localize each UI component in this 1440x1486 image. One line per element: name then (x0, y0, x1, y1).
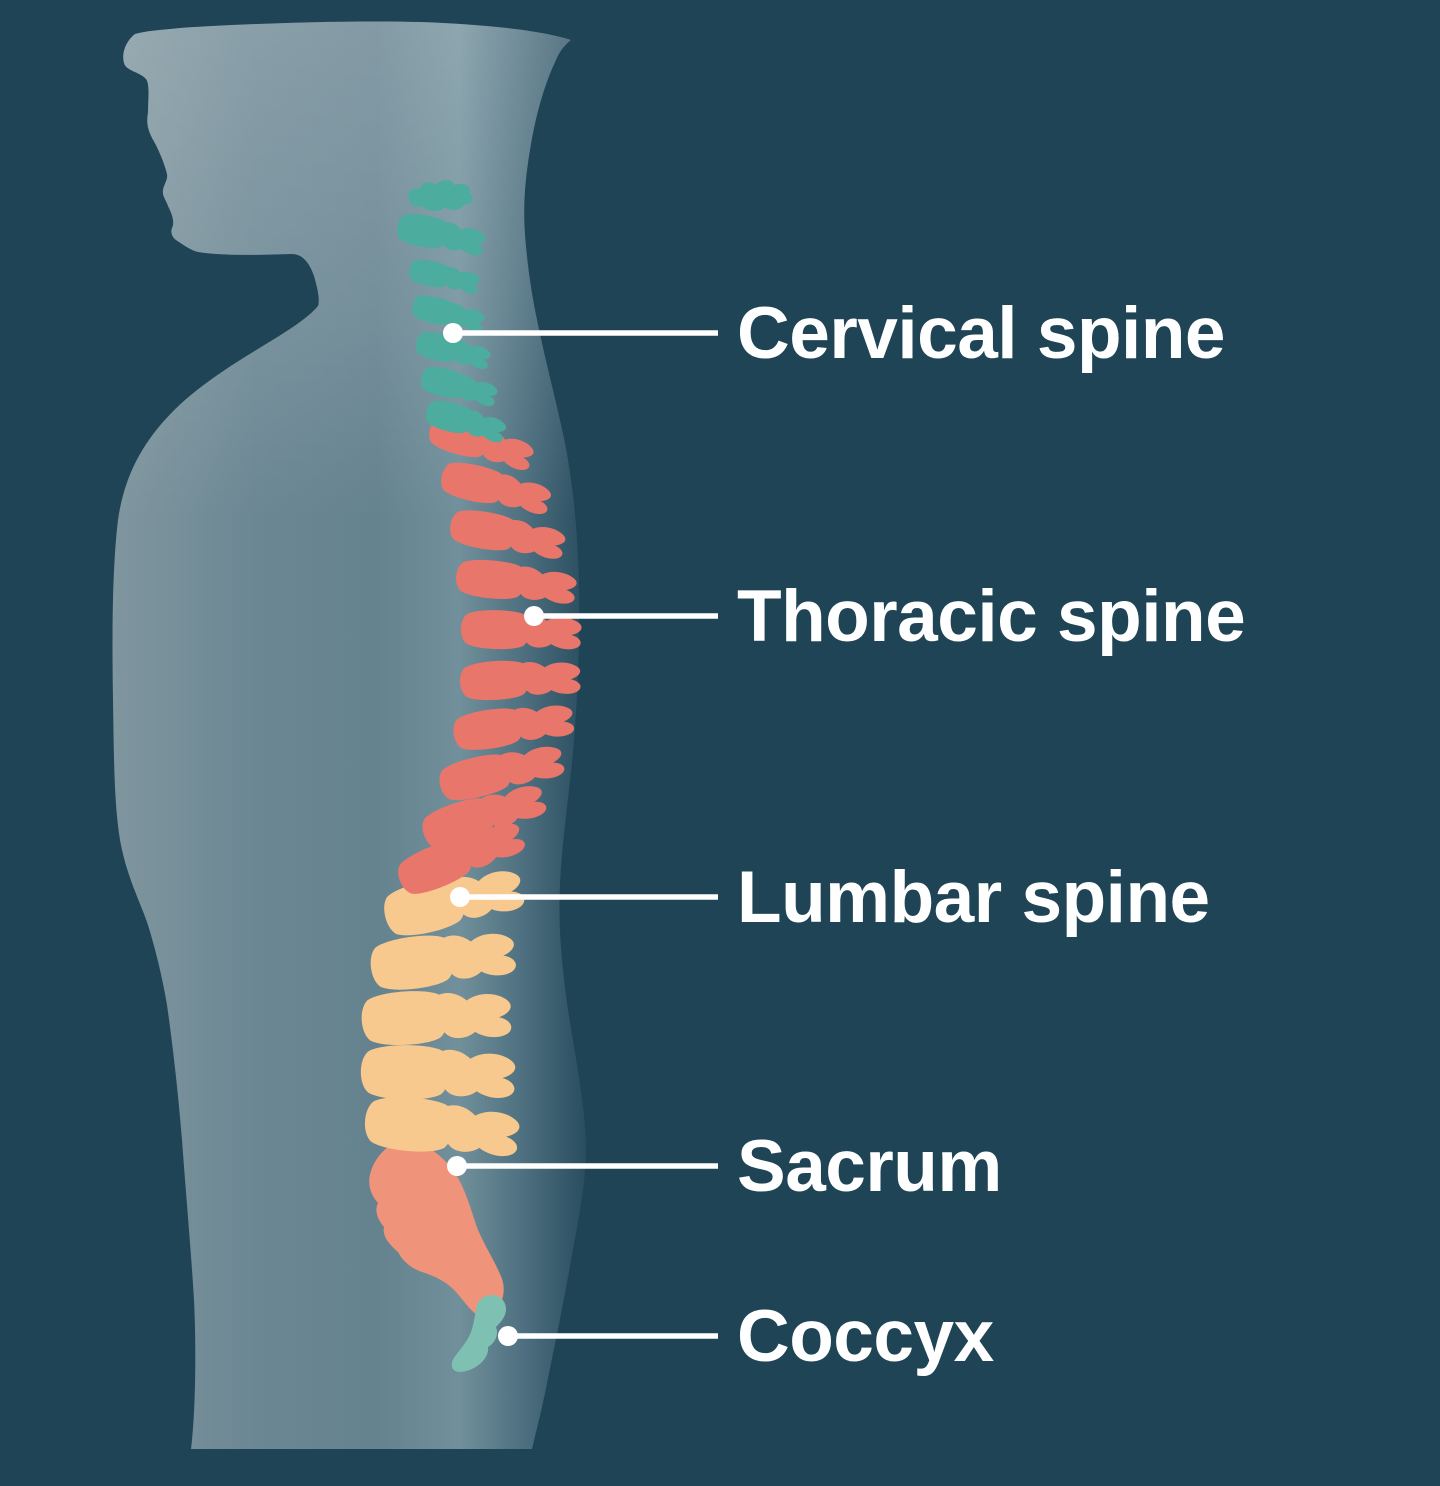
marker-dot-coccyx (498, 1326, 518, 1346)
marker-dot-sacrum (447, 1156, 467, 1176)
label-lumbar-spine: Lumbar spine (737, 857, 1210, 938)
coccyx-bone (451, 1294, 506, 1372)
label-sacrum: Sacrum (737, 1126, 1002, 1207)
marker-dot-thoracic (524, 606, 544, 626)
marker-dot-cervical (443, 323, 463, 343)
lumbar-spine-region (359, 858, 528, 1159)
label-coccyx: Coccyx (737, 1296, 995, 1377)
sacrum-region (369, 1137, 504, 1318)
coccyx-region (451, 1294, 506, 1372)
marker-dot-lumbar (450, 887, 470, 907)
sacrum-bone (369, 1137, 504, 1318)
label-cervical-spine: Cervical spine (737, 293, 1225, 374)
label-thoracic-spine: Thoracic spine (737, 576, 1245, 657)
